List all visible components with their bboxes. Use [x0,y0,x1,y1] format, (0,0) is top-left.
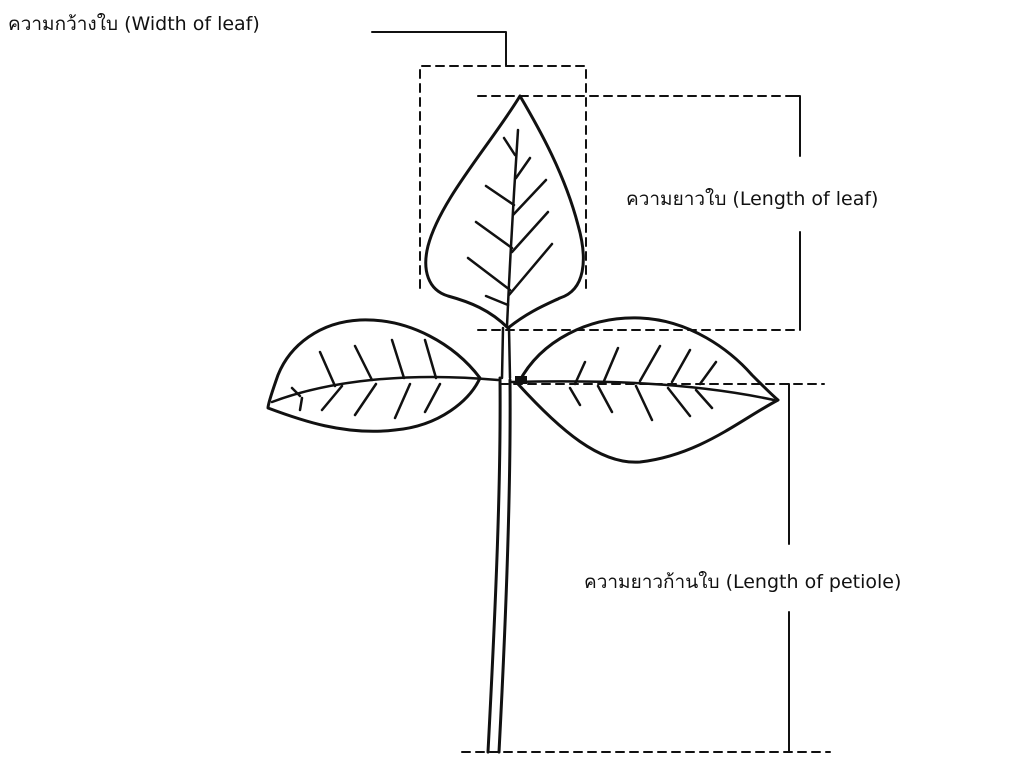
stem-node [515,376,527,384]
left-leaf [268,320,480,431]
petiole-length-label: ความยาวก้านใบ (Length of petiole) [584,569,901,595]
top-leaf-stalk [502,328,510,378]
leaf-length-label: ความยาวใบ (Length of leaf) [626,186,878,212]
stem [488,378,500,752]
leaf-width-label: ความกว้างใบ (Width of leaf) [8,11,260,37]
right-leaf [518,318,778,462]
petiole-bracket-upper [782,384,789,544]
length-bracket-upper [790,96,800,156]
left-leaf-veins [292,340,440,418]
width-leader [372,32,506,66]
top-leaf [426,96,584,328]
top-leaf-midrib [507,130,518,326]
